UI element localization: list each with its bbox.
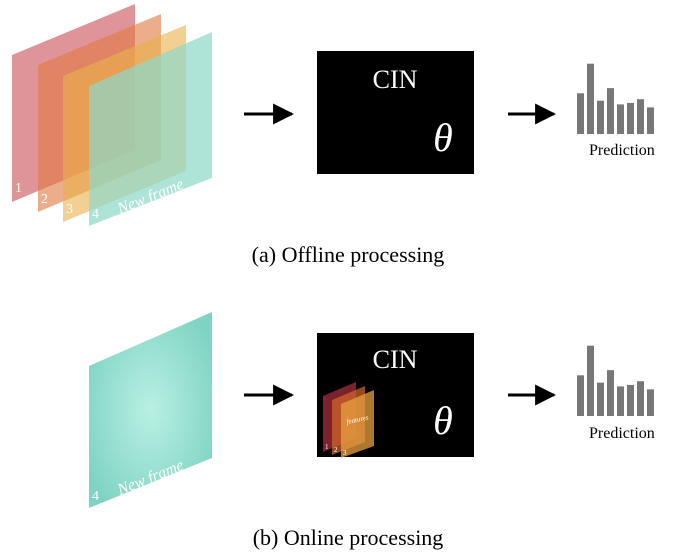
online-cin-box: CIN θ features 1 2 3 — [317, 333, 474, 458]
frame-2-index: 2 — [41, 192, 48, 207]
feature-plane-3 — [341, 390, 374, 458]
online-prediction-bar-5 — [617, 386, 624, 416]
frame-3-index: 3 — [66, 202, 73, 217]
prediction-label-online: Prediction — [589, 425, 655, 442]
prediction-bars-offline — [577, 63, 654, 135]
offline-prediction-bar-4 — [607, 88, 614, 134]
prediction-label-offline: Prediction — [589, 142, 655, 159]
prediction-bars-online — [577, 345, 654, 416]
online-prediction-bar-7 — [637, 381, 644, 416]
online-prediction-bar-1 — [577, 375, 584, 416]
online-prediction-bar-3 — [597, 382, 604, 416]
theta-offline: θ — [433, 115, 453, 160]
offline-frame-stack: 1 2 3 4 New frame — [12, 4, 212, 226]
offline-prediction-bar-7 — [637, 99, 644, 134]
cin-title-online: CIN — [373, 345, 418, 374]
caption-offline: (a) Offline processing — [252, 242, 445, 267]
frame-4-plane — [89, 32, 212, 226]
online-prediction-bar-6 — [627, 384, 634, 416]
frame-1-index: 1 — [15, 181, 22, 196]
online-prediction-bar-4 — [607, 370, 614, 416]
online-prediction-bar-8 — [647, 389, 654, 416]
cin-title-offline: CIN — [373, 65, 418, 94]
online-prediction-bar-2 — [587, 345, 594, 416]
offline-prediction-bar-1 — [577, 93, 584, 134]
cin-box-offline — [317, 51, 474, 174]
online-panel: 4 New frame CIN θ features 1 2 3 Predict… — [89, 312, 655, 550]
new-frame-plane — [89, 312, 212, 508]
frame-4-index: 4 — [92, 207, 99, 222]
feature-index-3: 3 — [343, 449, 347, 457]
online-frame-index: 4 — [92, 489, 99, 504]
offline-prediction-bar-6 — [627, 102, 634, 134]
offline-prediction-bar-2 — [587, 63, 594, 135]
theta-online: θ — [433, 398, 453, 443]
feature-index-1: 1 — [325, 443, 329, 451]
offline-prediction-bar-3 — [597, 100, 604, 134]
offline-prediction-bar-8 — [647, 107, 654, 134]
offline-cin-box: CIN θ — [317, 51, 474, 174]
feature-index-2: 2 — [334, 446, 338, 454]
online-new-frame: 4 New frame — [89, 312, 212, 508]
offline-panel: 1 2 3 4 New frame CIN θ Prediction — [12, 4, 655, 267]
caption-online: (b) Online processing — [253, 525, 444, 550]
offline-prediction-bar-5 — [617, 104, 624, 134]
feature-stack: features 1 2 3 — [323, 382, 374, 458]
